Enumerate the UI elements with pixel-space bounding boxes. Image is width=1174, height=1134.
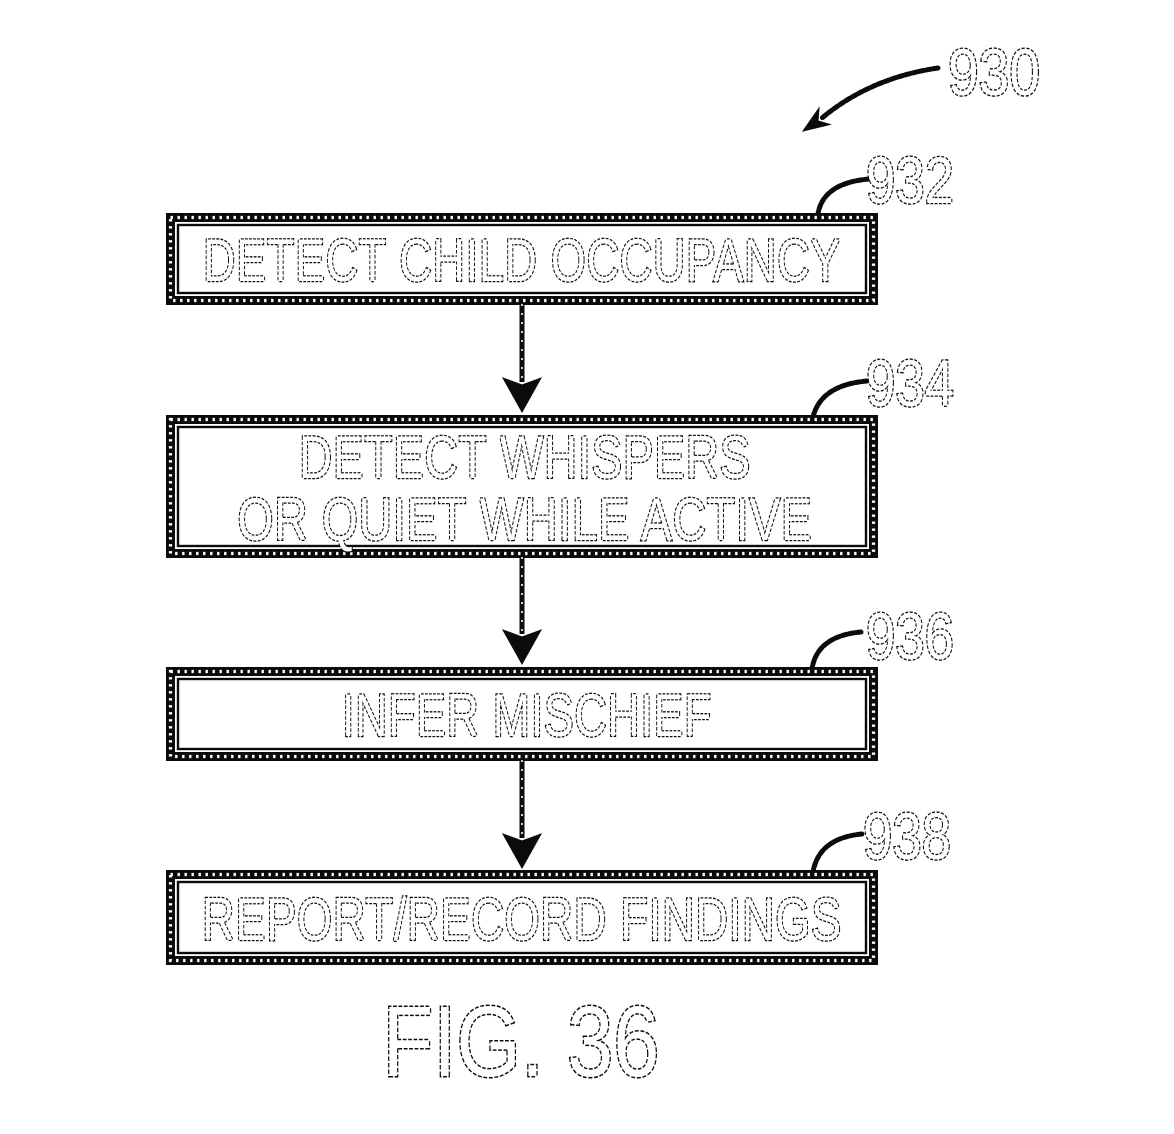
flow-node-932: 932 DETECT CHILD OCCUPANCY [166, 142, 955, 305]
ref-number-938: 938 [863, 799, 951, 873]
flow-arrow-3 [501, 760, 543, 870]
flow-node-label: INFER MISCHIEF [342, 682, 712, 749]
flow-node-border-texture [168, 215, 876, 303]
ref-leader-line-936 [809, 629, 864, 672]
ref-number-936: 936 [866, 599, 954, 673]
flow-node-border-texture [168, 669, 876, 759]
flow-arrowhead [501, 377, 543, 414]
flow-arrowhead [501, 833, 543, 870]
flow-node-border-texture [168, 417, 876, 556]
figure-caption: FIG. 36 [383, 986, 660, 1098]
flow-node-border-texture [168, 872, 876, 963]
flow-node-label: OR QUIET WHILE ACTIVE [238, 486, 813, 553]
figure-ref-arrow-line [819, 65, 941, 121]
flow-node-934: 934 DETECT WHISPERS OR QUIET WHILE ACTIV… [166, 345, 955, 558]
ref-leader-line-934 [810, 378, 870, 420]
flow-arrow-2 [501, 557, 543, 666]
ref-leader-line-938 [810, 831, 865, 875]
flow-node-inner-border [176, 425, 868, 548]
flow-node-label: DETECT WHISPERS [299, 424, 751, 491]
flow-node-inner-border [176, 677, 868, 751]
flow-arrow-1 [501, 304, 543, 414]
flow-node-inner-border [176, 223, 868, 295]
flow-node-inner-border [176, 880, 868, 955]
ref-leader-line-932 [815, 176, 872, 217]
figure-ref-arrowhead [801, 106, 832, 132]
ref-number-932: 932 [866, 143, 954, 217]
figure-ref-number: 930 [948, 35, 1040, 109]
flow-node-938: 938 REPORT/RECORD FINDINGS [166, 798, 952, 965]
ref-number-934: 934 [866, 346, 954, 420]
flow-node-936: 936 INFER MISCHIEF [166, 598, 955, 761]
flow-arrowhead [501, 629, 543, 666]
flow-node-label: REPORT/RECORD FINDINGS [202, 886, 842, 953]
flow-node-label: DETECT CHILD OCCUPANCY [203, 227, 841, 294]
